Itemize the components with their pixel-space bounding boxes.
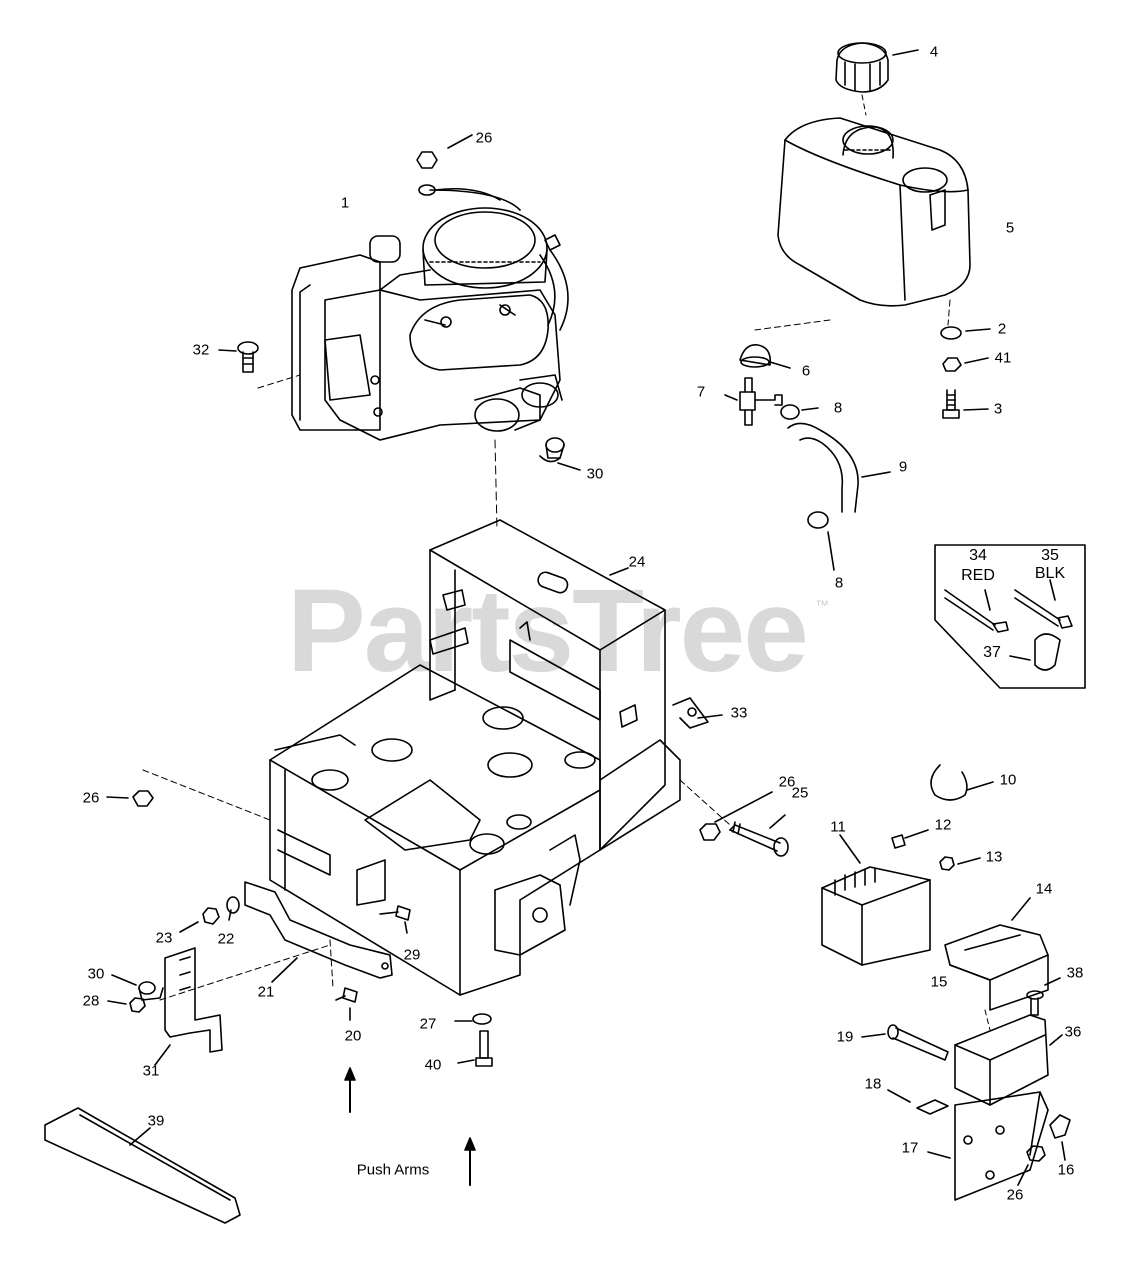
callout-40: 40 xyxy=(424,1056,442,1074)
callout-32: 32 xyxy=(192,341,210,359)
callout-30b: 30 xyxy=(87,965,105,983)
screw-12 xyxy=(891,829,929,849)
engine xyxy=(291,189,569,441)
callout-23: 23 xyxy=(155,929,173,947)
watermark: PartsTree xyxy=(287,565,809,697)
rod-19 xyxy=(861,1024,949,1061)
bolt-32 xyxy=(218,341,301,389)
nut-26-lower xyxy=(1017,1145,1046,1186)
callout-9: 9 xyxy=(898,458,908,476)
bolt-20 xyxy=(329,939,358,1021)
clip-30-lower xyxy=(111,974,164,1001)
plate-17 xyxy=(927,1091,1049,1201)
trademark-mark: ™ xyxy=(815,597,829,613)
callout-1: 1 xyxy=(340,194,350,212)
callout-29: 29 xyxy=(403,946,421,964)
bolt-29 xyxy=(379,905,411,934)
callout-12: 12 xyxy=(934,816,952,834)
callout-25: 25 xyxy=(791,784,809,802)
push-arrow-1 xyxy=(344,1067,356,1113)
fuel-cap xyxy=(835,42,919,116)
inset-num-34: 34 xyxy=(969,547,987,564)
clip-16 xyxy=(1049,1114,1071,1161)
bracket-21 xyxy=(244,881,393,983)
callout-4: 4 xyxy=(929,43,939,61)
nut-26-mid xyxy=(699,791,773,841)
clamp-8-upper xyxy=(780,404,819,420)
valve-7 xyxy=(724,377,783,426)
callout-31: 31 xyxy=(142,1062,160,1080)
callout-26a: 26 xyxy=(475,129,493,147)
callout-39: 39 xyxy=(147,1112,165,1130)
bolt-38 xyxy=(1026,977,1061,1016)
bracket-31 xyxy=(154,947,223,1066)
pad-18 xyxy=(887,1089,949,1115)
callout-41: 41 xyxy=(994,349,1012,367)
callout-3: 3 xyxy=(993,400,1003,418)
callout-15: 15 xyxy=(930,973,948,991)
callout-19: 19 xyxy=(836,1028,854,1046)
callout-8a: 8 xyxy=(833,399,843,417)
callout-2: 2 xyxy=(997,320,1007,338)
inset-box xyxy=(934,544,1086,689)
callout-18: 18 xyxy=(864,1075,882,1093)
callout-16: 16 xyxy=(1057,1161,1075,1179)
callout-36: 36 xyxy=(1064,1023,1082,1041)
callout-26b: 26 xyxy=(82,789,100,807)
nut-23 xyxy=(179,907,220,933)
ring-10 xyxy=(930,764,994,801)
battery-11 xyxy=(821,834,931,966)
callout-7: 7 xyxy=(696,383,706,401)
bolt-3 xyxy=(942,389,989,419)
callout-21: 21 xyxy=(257,983,275,1001)
callout-33: 33 xyxy=(730,704,748,722)
callout-10: 10 xyxy=(999,771,1017,789)
callout-11: 11 xyxy=(830,818,846,836)
callout-38: 38 xyxy=(1066,964,1084,982)
bracket-36 xyxy=(954,1009,1063,1106)
inset-num-35: 35 xyxy=(1041,547,1059,564)
clip-30-upper xyxy=(539,437,581,471)
inset-num-37: 37 xyxy=(983,644,1001,661)
callout-13: 13 xyxy=(985,848,1003,866)
callout-6: 6 xyxy=(801,362,811,380)
hose-9 xyxy=(787,422,891,513)
inset-label-red: RED xyxy=(961,567,995,584)
inset-label-blk: BLK xyxy=(1034,565,1066,582)
frame xyxy=(269,519,723,996)
clamp-8-lower xyxy=(807,511,835,571)
washer-2 xyxy=(940,326,991,340)
callout-5: 5 xyxy=(1005,219,1015,237)
push-arms-label: Push Arms xyxy=(356,1161,430,1179)
nut-26-top xyxy=(416,134,501,201)
bar-39 xyxy=(44,1107,241,1224)
nut-41 xyxy=(942,357,989,372)
grommet-6 xyxy=(739,343,791,369)
bolt-40 xyxy=(457,1030,493,1067)
cover-14 xyxy=(944,897,1049,1011)
callout-24: 24 xyxy=(628,553,646,571)
nut-13 xyxy=(939,856,981,871)
callout-22: 22 xyxy=(217,930,235,948)
callout-27: 27 xyxy=(419,1015,437,1033)
callout-26d: 26 xyxy=(1006,1186,1024,1204)
washer-22 xyxy=(226,896,240,921)
push-arrow-2 xyxy=(464,1137,476,1186)
nut-28 xyxy=(107,944,331,1013)
callout-17: 17 xyxy=(901,1139,919,1157)
fuel-tank xyxy=(754,117,971,331)
bolt-25 xyxy=(679,779,789,857)
nut-26-left xyxy=(106,769,271,821)
callout-26c: 26 xyxy=(778,773,796,791)
callout-14: 14 xyxy=(1035,880,1053,898)
callout-8b: 8 xyxy=(834,574,844,592)
washer-27 xyxy=(454,1013,492,1025)
callout-20: 20 xyxy=(344,1027,362,1045)
callout-30a: 30 xyxy=(586,465,604,483)
callout-28: 28 xyxy=(82,992,100,1010)
